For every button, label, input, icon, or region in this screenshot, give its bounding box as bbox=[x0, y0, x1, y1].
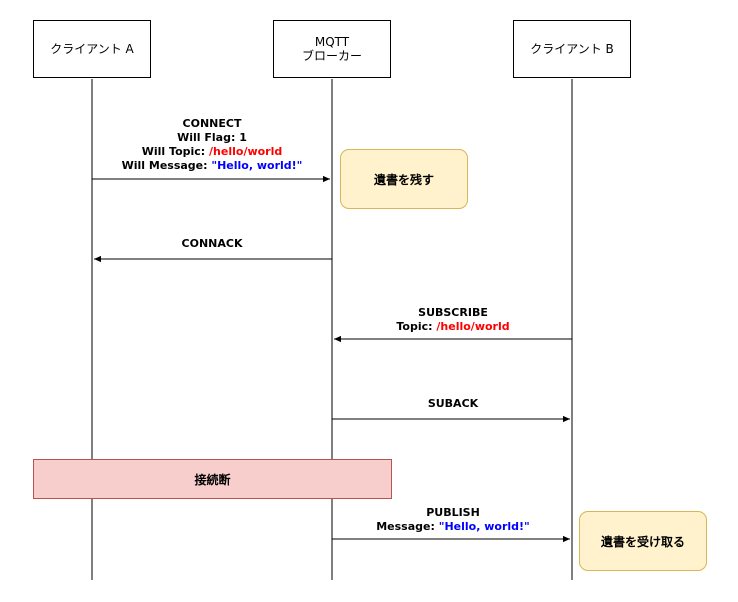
connect-will-flag: Will Flag: 1 bbox=[177, 131, 247, 144]
subscribe-topic: Topic: /hello/world bbox=[396, 320, 510, 333]
subscribe-topic-value: /hello/world bbox=[436, 320, 510, 333]
subscribe-title: SUBSCRIBE bbox=[418, 306, 488, 319]
publish-label: PUBLISH Message: "Hello, world!" bbox=[376, 506, 530, 534]
note-receive-will: 遺書を受け取る bbox=[579, 511, 707, 571]
note-leave-will: 遺書を残す bbox=[340, 149, 468, 209]
actor-client-b-label: クライアント B bbox=[530, 42, 614, 56]
connect-message-value: "Hello, world!" bbox=[211, 159, 303, 172]
connack-title: CONNACK bbox=[181, 237, 243, 250]
suback-title: SUBACK bbox=[427, 397, 479, 410]
actor-client-a-label: クライアント A bbox=[50, 42, 134, 56]
actor-mqtt-broker: MQTT ブローカー bbox=[273, 20, 391, 78]
actor-broker-label-line1: MQTT bbox=[314, 35, 350, 49]
connect-will-message: Will Message: "Hello, world!" bbox=[121, 159, 303, 172]
disconnect-bar: 接続断 bbox=[33, 459, 392, 499]
publish-message-value: "Hello, world!" bbox=[438, 520, 530, 533]
connect-title: CONNECT bbox=[182, 117, 242, 130]
suback-label: SUBACK bbox=[428, 397, 478, 411]
subscribe-label: SUBSCRIBE Topic: /hello/world bbox=[396, 306, 509, 334]
connect-will-topic: Will Topic: /hello/world bbox=[141, 145, 283, 158]
connack-label: CONNACK bbox=[182, 237, 243, 251]
actor-client-a: クライアント A bbox=[33, 20, 151, 78]
connect-topic-value: /hello/world bbox=[209, 145, 283, 158]
actor-broker-label-line2: ブローカー bbox=[301, 49, 362, 63]
publish-title: PUBLISH bbox=[426, 506, 480, 519]
publish-message: Message: "Hello, world!" bbox=[376, 520, 530, 533]
actor-client-b: クライアント B bbox=[513, 20, 631, 78]
connect-label: CONNECT Will Flag: 1 Will Topic: /hello/… bbox=[122, 117, 303, 173]
